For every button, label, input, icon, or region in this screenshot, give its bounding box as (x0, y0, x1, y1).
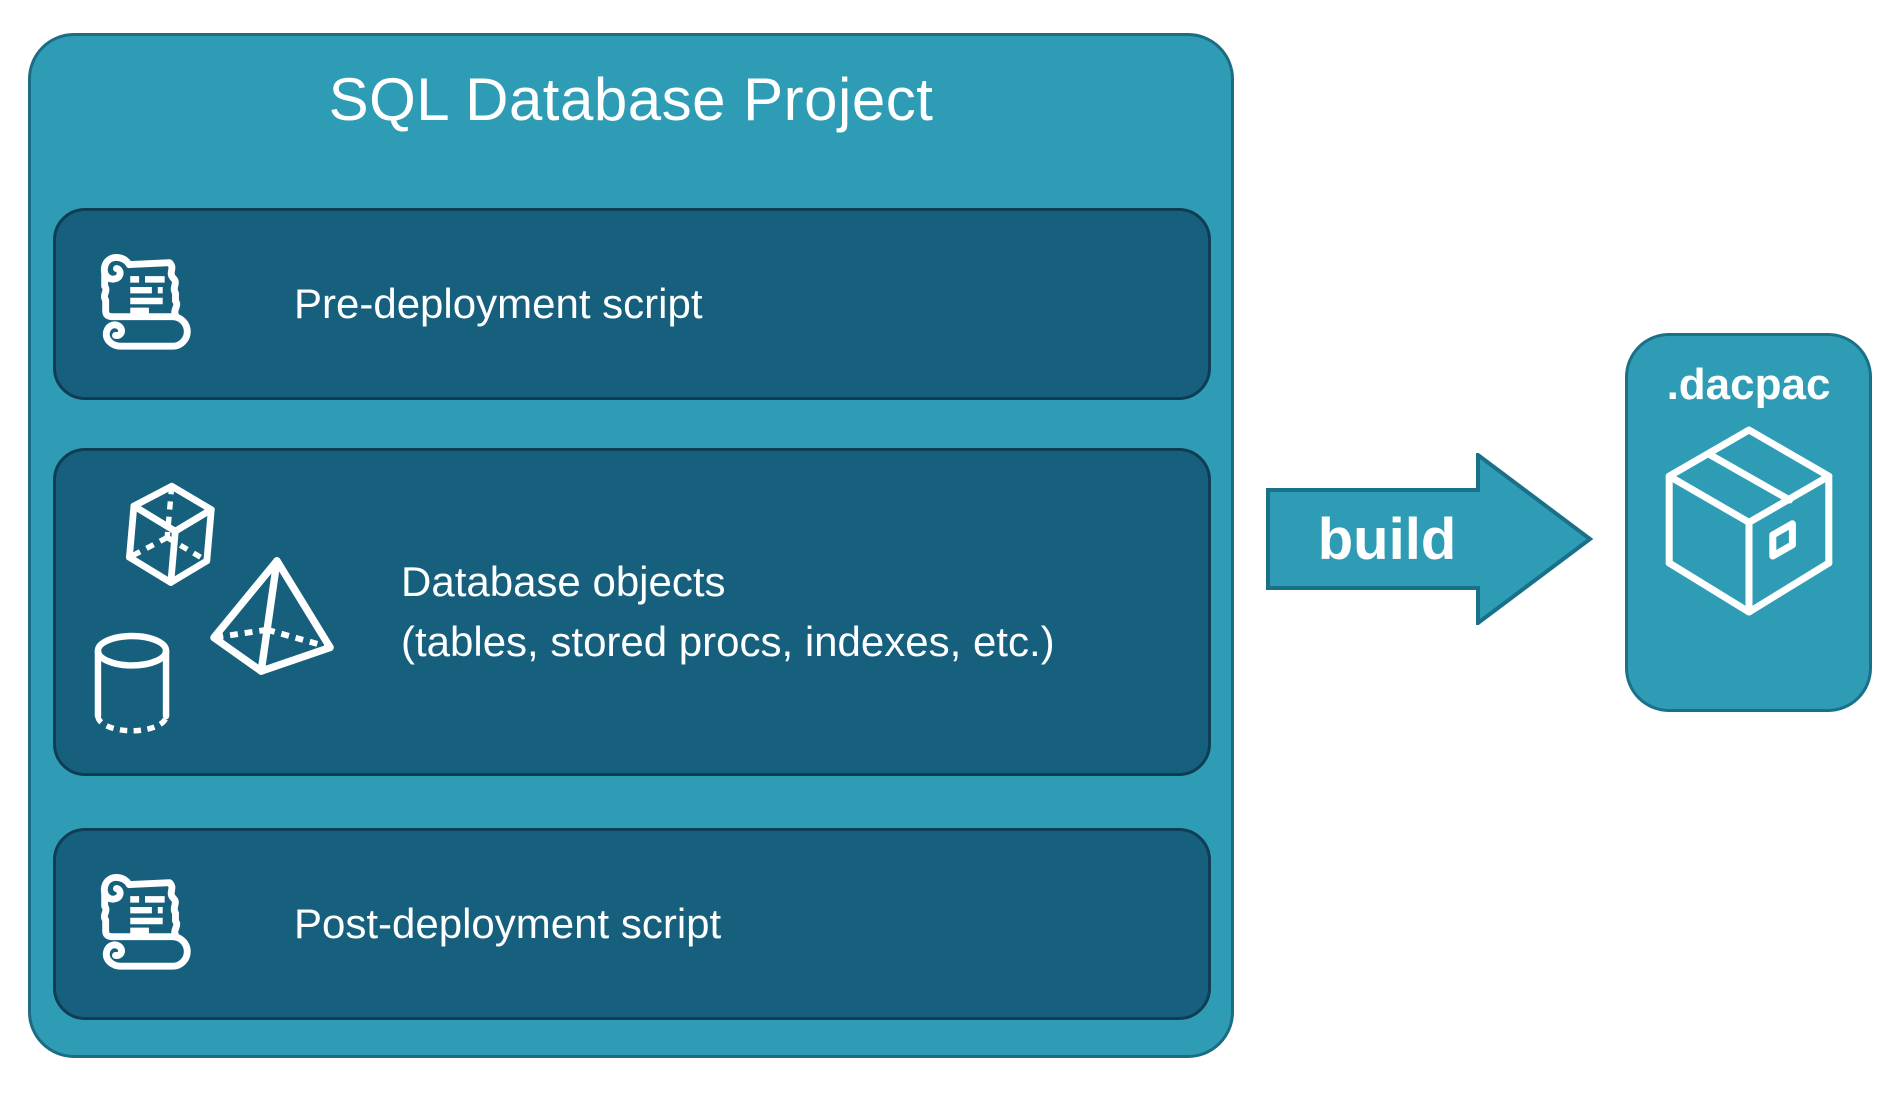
build-arrow-label: build (1317, 506, 1457, 572)
scroll-icon (86, 859, 204, 983)
dacpac-label: .dacpac (1666, 360, 1831, 409)
sql-database-project-container: SQL Database Project Pre-deployment scri… (28, 33, 1234, 1058)
database-objects-label-line2: (tables, stored procs, indexes, etc.) (401, 618, 1055, 665)
project-title: SQL Database Project (328, 66, 934, 133)
post-deployment-box: Post-deployment script (53, 828, 1211, 1020)
cube-icon (126, 482, 215, 586)
pyramid-icon (210, 557, 334, 675)
scroll-icon (86, 239, 204, 363)
dacpac-box: .dacpac (1625, 333, 1872, 712)
database-objects-box: Database objects (tables, stored procs, … (53, 448, 1211, 776)
post-deployment-label: Post-deployment script (294, 900, 722, 947)
pre-deployment-box: Pre-deployment script (53, 208, 1211, 400)
right-arrow-icon (1266, 453, 1594, 625)
build-arrow: build (1266, 453, 1594, 625)
package-icon (1665, 426, 1832, 616)
pre-deployment-label: Pre-deployment script (294, 280, 703, 327)
cylinder-icon (94, 632, 170, 734)
database-objects-label-line1: Database objects (401, 558, 726, 605)
